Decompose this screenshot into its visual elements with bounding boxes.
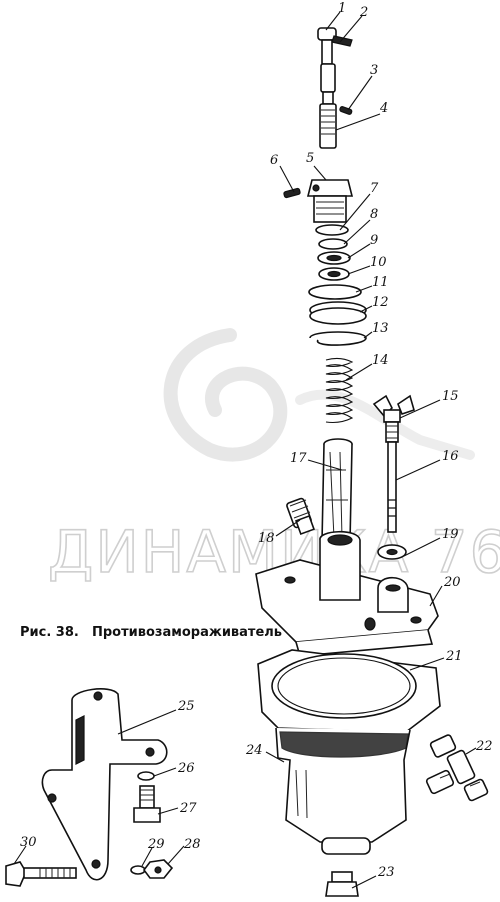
- part-15-wing-screw: [372, 394, 415, 443]
- part-21-gasket: [257, 649, 441, 733]
- label-2: 2: [359, 5, 368, 20]
- label-21: 21: [445, 649, 463, 664]
- label-1: 1: [338, 1, 346, 16]
- label-16: 16: [442, 449, 459, 464]
- part-18-fitting: [286, 497, 315, 535]
- part-19-washer: [377, 544, 407, 560]
- label-7: 7: [370, 181, 379, 196]
- label-13: 13: [372, 321, 389, 336]
- part-13-snap-ring: [309, 331, 367, 346]
- label-3: 3: [370, 63, 378, 78]
- label-25: 25: [177, 699, 195, 714]
- label-8: 8: [370, 207, 378, 222]
- label-24: 24: [245, 743, 263, 758]
- part-27-bolt: [133, 785, 161, 823]
- label-19: 19: [442, 527, 459, 542]
- part-12-cup: [309, 301, 367, 325]
- part-8-washer: [318, 238, 348, 250]
- part-20-cover: [255, 530, 439, 657]
- label-20: 20: [443, 575, 461, 590]
- part-3-pin: [339, 106, 353, 115]
- part-7-washer: [315, 224, 349, 236]
- label-27: 27: [179, 801, 197, 816]
- part-24-bowl: [275, 727, 411, 855]
- part-16-rod: [387, 441, 397, 533]
- label-14: 14: [372, 353, 389, 368]
- part-9-washer: [317, 251, 351, 265]
- label-9: 9: [370, 233, 378, 248]
- part-23-drain-plug: [325, 871, 359, 897]
- part-22-tee-fitting: [425, 734, 489, 802]
- part-17-tube: [321, 438, 353, 543]
- label-10: 10: [370, 255, 387, 270]
- part-10-washer: [318, 267, 350, 281]
- part-30-bolt: [5, 861, 77, 887]
- part-stem-rod: [319, 63, 337, 149]
- label-23: 23: [377, 865, 395, 880]
- label-26: 26: [177, 761, 195, 776]
- label-28: 28: [183, 837, 201, 852]
- part-14-spring: [325, 357, 354, 424]
- label-6: 6: [270, 153, 278, 168]
- part-5-nut: [306, 179, 354, 223]
- label-30: 30: [20, 835, 37, 850]
- caption-title: Противозамораживатель: [92, 625, 282, 640]
- leader-lines: [13, 11, 477, 889]
- caption-figure-number: Рис. 38.: [20, 625, 79, 640]
- label-15: 15: [442, 389, 459, 404]
- label-4: 4: [379, 101, 388, 116]
- label-18: 18: [258, 531, 275, 546]
- label-29: 29: [147, 837, 165, 852]
- part-28-nut: [143, 859, 174, 879]
- part-25-bracket: [41, 688, 168, 881]
- watermark-swirl: [163, 328, 475, 462]
- part-26-lock-washer: [137, 771, 155, 781]
- part-29-washer: [130, 865, 146, 875]
- label-5: 5: [306, 151, 314, 166]
- part-6-pin: [283, 187, 301, 199]
- label-11: 11: [372, 275, 389, 290]
- part-number-labels: 1 2 3 4 5 6 7 8 9 10 11 12 13 14 15 16 1…: [20, 1, 493, 880]
- figure-caption: Рис. 38. Противозамораживатель: [20, 625, 282, 640]
- part-11-ring: [308, 284, 362, 300]
- label-17: 17: [290, 451, 307, 466]
- label-12: 12: [372, 295, 389, 310]
- label-22: 22: [475, 739, 493, 754]
